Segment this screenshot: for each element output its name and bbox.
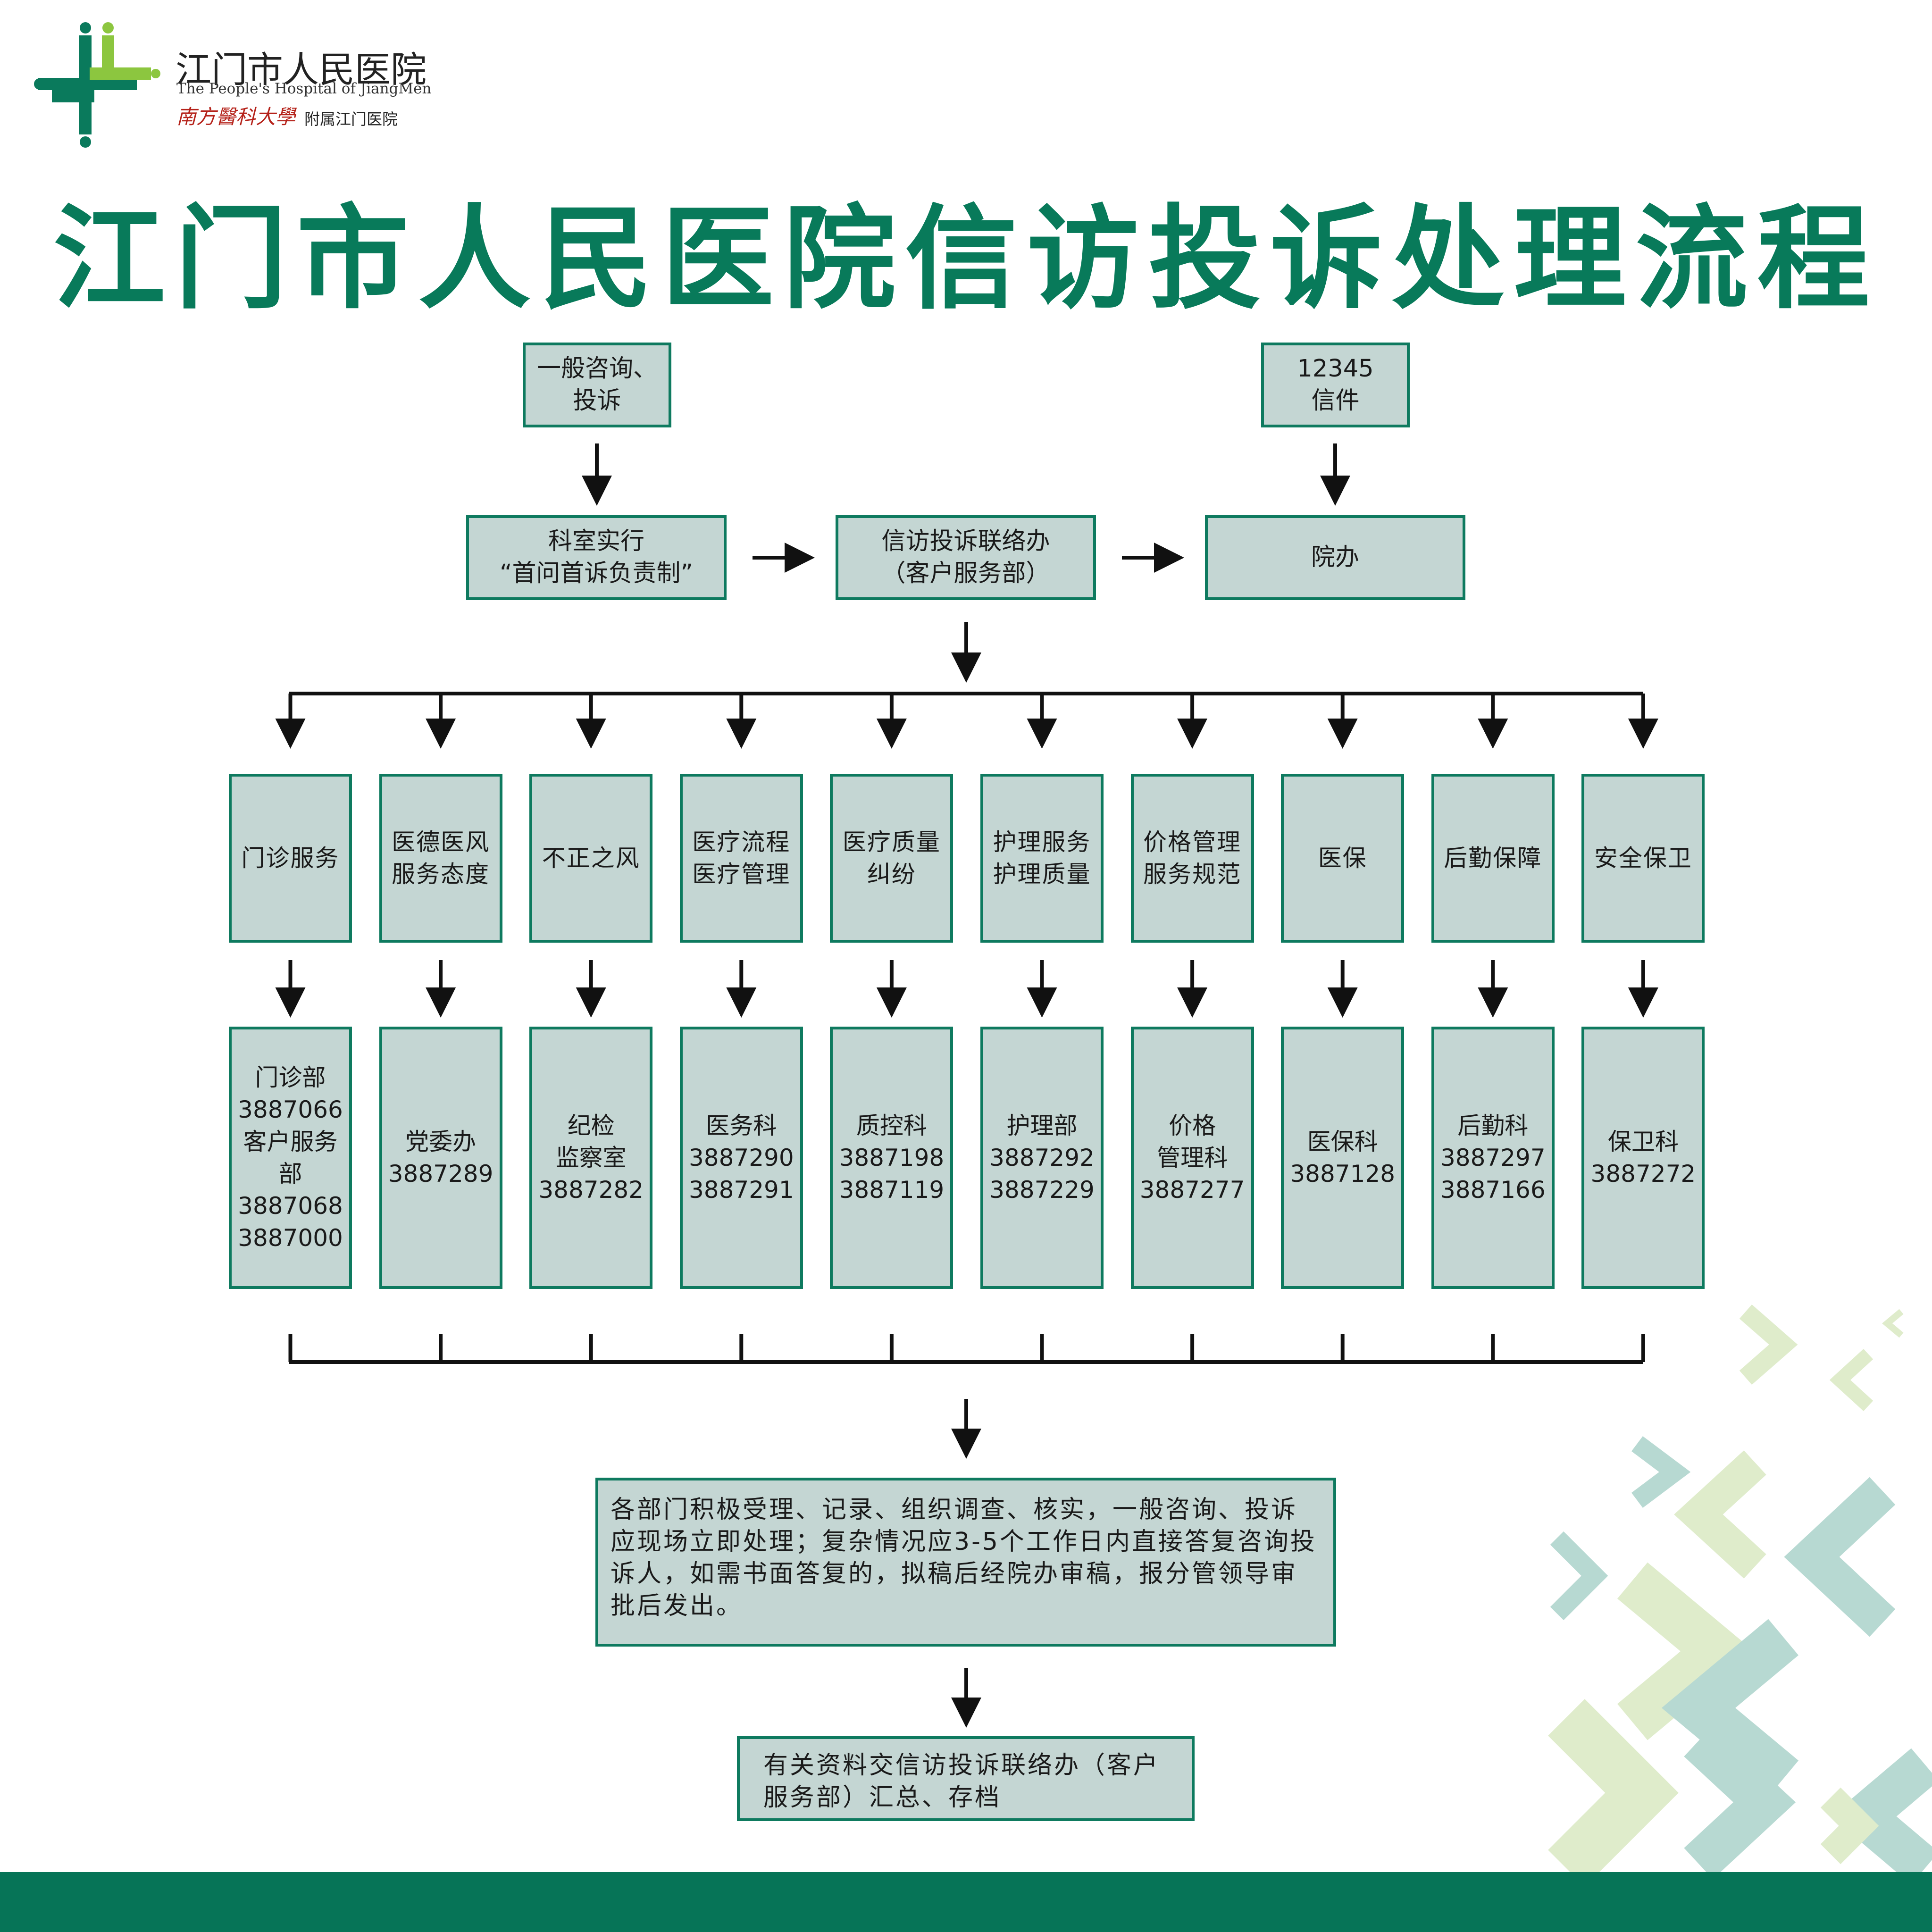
hospital-name-cn: 江门市人民医院 xyxy=(176,49,427,91)
category-box: 医德医风 服务态度 xyxy=(379,774,502,943)
category-box: 医保 xyxy=(1281,774,1405,943)
decorative-chevrons xyxy=(1548,1304,1932,1872)
category-box: 医疗质量 纠纷 xyxy=(830,774,953,943)
category-box: 不正之风 xyxy=(529,774,653,943)
department-first-responsibility: 科室实行 “首问首诉负责制” xyxy=(466,515,727,600)
handler-box: 保卫科 3887272 xyxy=(1581,1027,1705,1289)
handler-box: 质控科 3887198 3887119 xyxy=(830,1027,953,1289)
hospital-office: 院办 xyxy=(1205,515,1465,600)
handling-process-description: 各部门积极受理、记录、组织调查、核实，一般咨询、投诉应现场立即处理；复杂情况应3… xyxy=(595,1478,1336,1647)
hospital-name-en: The People's Hospital of JiangMen xyxy=(176,80,432,97)
handler-box: 护理部 3887292 3887229 xyxy=(980,1027,1104,1289)
category-box: 护理服务 护理质量 xyxy=(980,774,1104,943)
footer-bar xyxy=(0,1872,1932,1932)
handler-box: 医务科 3887290 3887291 xyxy=(679,1027,803,1289)
handler-box: 党委办 3887289 xyxy=(379,1027,502,1289)
page-title: 江门市人民医院信访投诉处理流程 xyxy=(53,194,1879,325)
affiliation-label: 附属江门医院 xyxy=(304,110,398,128)
handler-box: 门诊部 3887066 客户服务部 3887068 3887000 xyxy=(229,1027,352,1289)
category-box: 价格管理 服务规范 xyxy=(1130,774,1254,943)
complaint-liaison-office: 信访投诉联络办 （客户服务部） xyxy=(836,515,1096,600)
source-12345-letter: 12345 信件 xyxy=(1261,343,1410,427)
category-box: 医疗流程 医疗管理 xyxy=(679,774,803,943)
university-name: 南方醫科大學 xyxy=(176,105,296,128)
archive-step: 有关资料交信访投诉联络办（客户服务部）汇总、存档 xyxy=(737,1736,1195,1821)
hospital-logo-icon xyxy=(34,22,160,148)
handler-box: 医保科 3887128 xyxy=(1281,1027,1405,1289)
category-box: 后勤保障 xyxy=(1431,774,1555,943)
handler-box: 后勤科 3887297 3887166 xyxy=(1431,1027,1555,1289)
handler-box: 纪检 监察室 3887282 xyxy=(529,1027,653,1289)
handler-box: 价格 管理科 3887277 xyxy=(1130,1027,1254,1289)
category-box: 门诊服务 xyxy=(229,774,352,943)
source-general-inquiry: 一般咨询、 投诉 xyxy=(523,343,671,427)
category-box: 安全保卫 xyxy=(1581,774,1705,943)
